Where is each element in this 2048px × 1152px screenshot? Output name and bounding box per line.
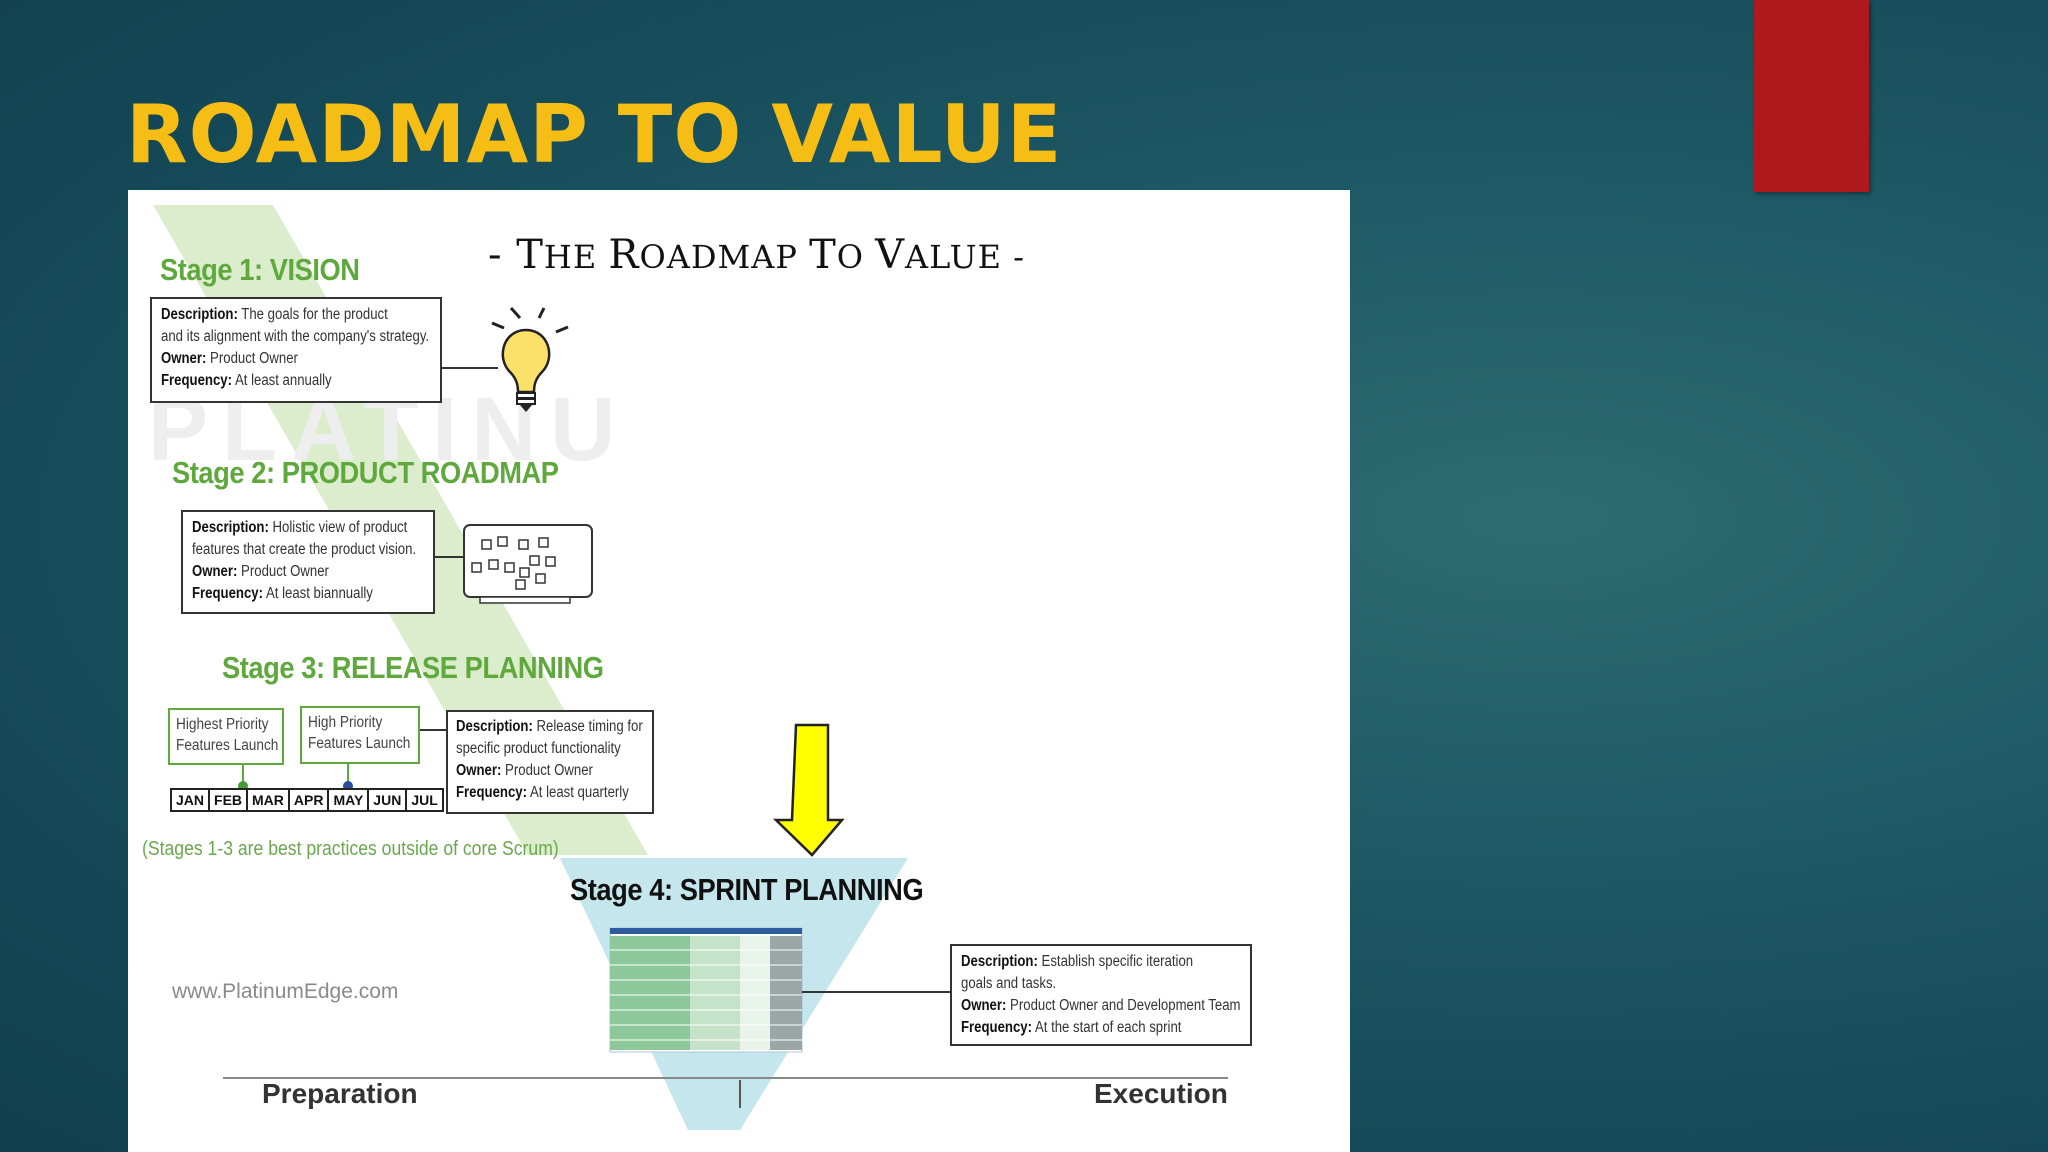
website-credit: www.PlatinumEdge.com [172,980,399,1003]
axis-label-execution: Execution [1094,1078,1228,1109]
slide-title: ROADMAP TO VALUE [126,88,1063,181]
lightbulb-icon [491,306,569,412]
scrum-note: (Stages 1-3 are best practices outside o… [142,838,559,860]
stage4-infobox: Description: Establish specific iteratio… [950,944,1252,1046]
sprint-backlog-thumbnail [609,927,803,1053]
stage2-infobox: Description: Holistic view of product fe… [181,510,435,614]
stage4-heading: Stage 4: SPRINT PLANNING [570,872,924,907]
month-cell: MAY [329,790,370,810]
roadmap-figure: PLATINU [128,190,1350,1152]
month-cell: JAN [172,790,211,810]
month-cell: JUN [369,790,408,810]
stage1-infobox: Description: The goals for the product a… [150,297,442,403]
stage3-infobox: Description: Release timing for specific… [446,710,654,814]
month-cell: APR [290,790,330,810]
axis-label-preparation: Preparation [262,1078,418,1109]
month-cell: MAR [248,790,290,810]
month-cell: FEB [210,790,249,810]
red-accent-tab [1754,0,1869,192]
month-timeline: JAN FEB MAR APR MAY JUN JUL [170,788,444,812]
figure-title: - THE ROADMAP TO VALUE - [488,232,1025,278]
month-cell: JUL [411,792,438,808]
whiteboard-icon [463,524,593,604]
stage2-heading: Stage 2: PRODUCT ROADMAP [172,455,559,490]
stage1-heading: Stage 1: VISION [160,252,360,287]
yellow-arrow-icon [772,723,845,857]
stage3-heading: Stage 3: RELEASE PLANNING [222,650,604,685]
